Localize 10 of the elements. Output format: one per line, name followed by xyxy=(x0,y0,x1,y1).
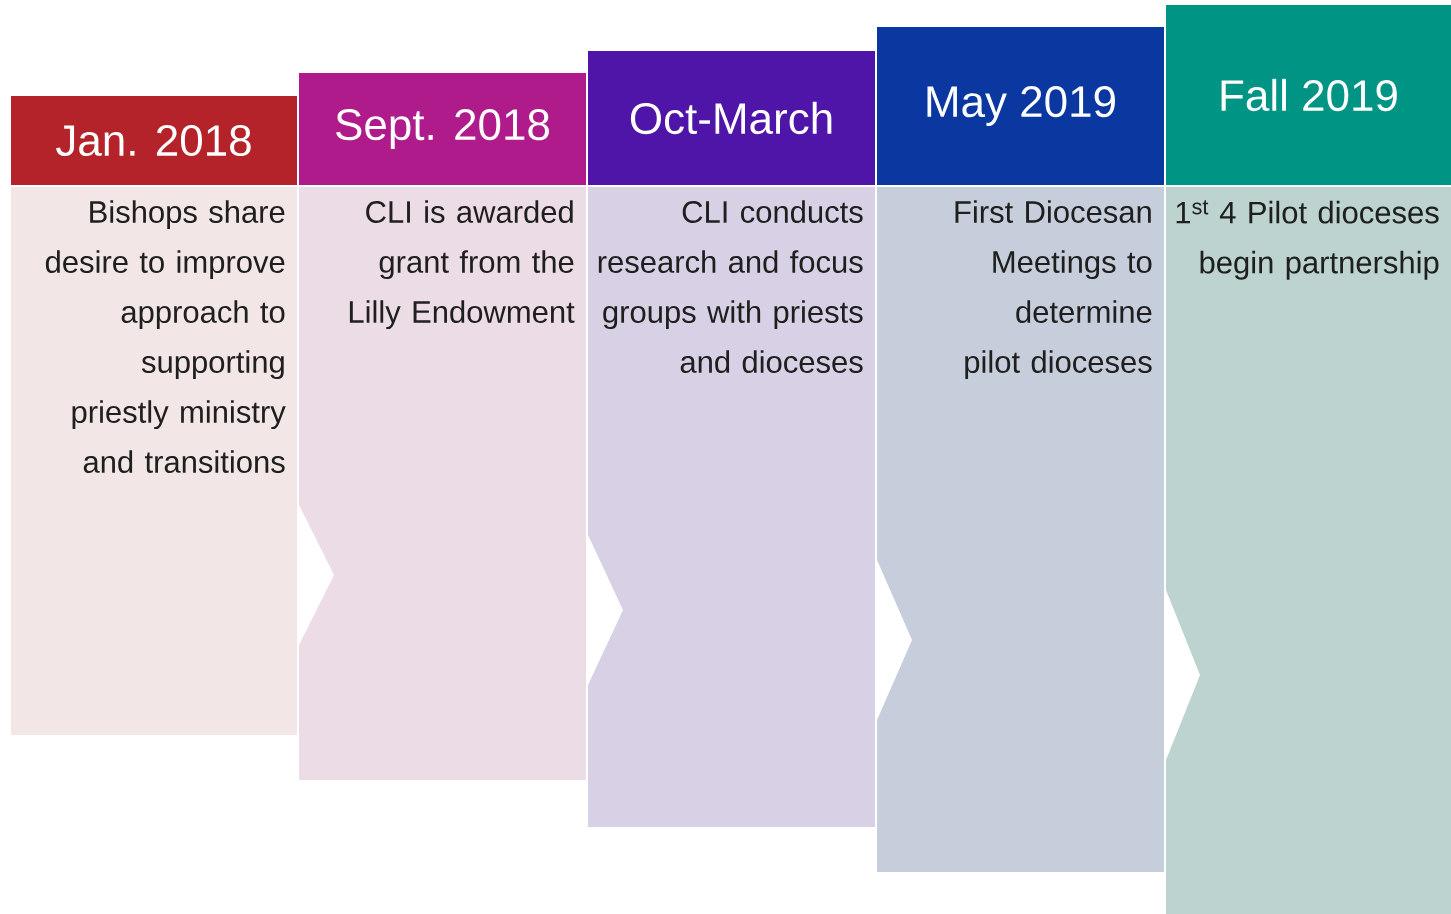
event-panel: Bishops share desire to improve approach to supporting priestly ministry and transitions xyxy=(11,187,297,735)
date-header: Sept. 2018 xyxy=(299,73,586,185)
date-header: May 2019 xyxy=(877,27,1164,185)
event-panel: CLI is awarded grant from the Lilly Endowment xyxy=(299,187,586,780)
event-panel: CLI conducts research and focus groups with priests and dioceses xyxy=(588,187,875,827)
date-header: Jan. 2018 xyxy=(11,96,297,185)
event-panel: First Diocesan Meetings to determine pilot dioceses xyxy=(877,187,1164,872)
date-header: Oct-March xyxy=(588,51,875,185)
date-header: Fall 2019 xyxy=(1166,5,1451,185)
event-panel: 1$^{st}$ 4 Pilot dioceses begin partnership xyxy=(1166,187,1451,914)
